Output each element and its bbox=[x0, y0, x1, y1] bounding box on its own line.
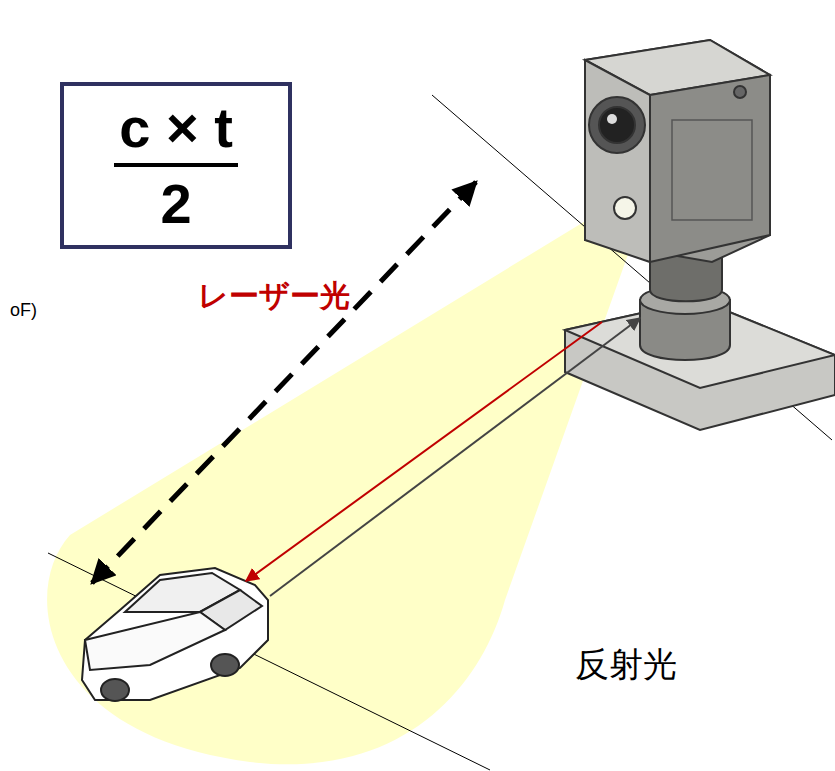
formula-numerator: c × t bbox=[109, 97, 243, 159]
tof-camera bbox=[565, 40, 835, 430]
cut-off-note: oF) bbox=[10, 300, 37, 321]
fraction-bar bbox=[114, 163, 238, 167]
extension-line bbox=[48, 553, 490, 770]
laser-label: レーザー光 bbox=[198, 276, 350, 317]
laser-line bbox=[246, 322, 602, 581]
car-illustration bbox=[82, 568, 268, 701]
formula-box: c × t 2 bbox=[60, 82, 292, 249]
reflected-line bbox=[270, 318, 640, 596]
formula-denominator: 2 bbox=[160, 173, 191, 235]
light-cone bbox=[47, 195, 642, 764]
reflected-label: 反射光 bbox=[575, 642, 677, 688]
